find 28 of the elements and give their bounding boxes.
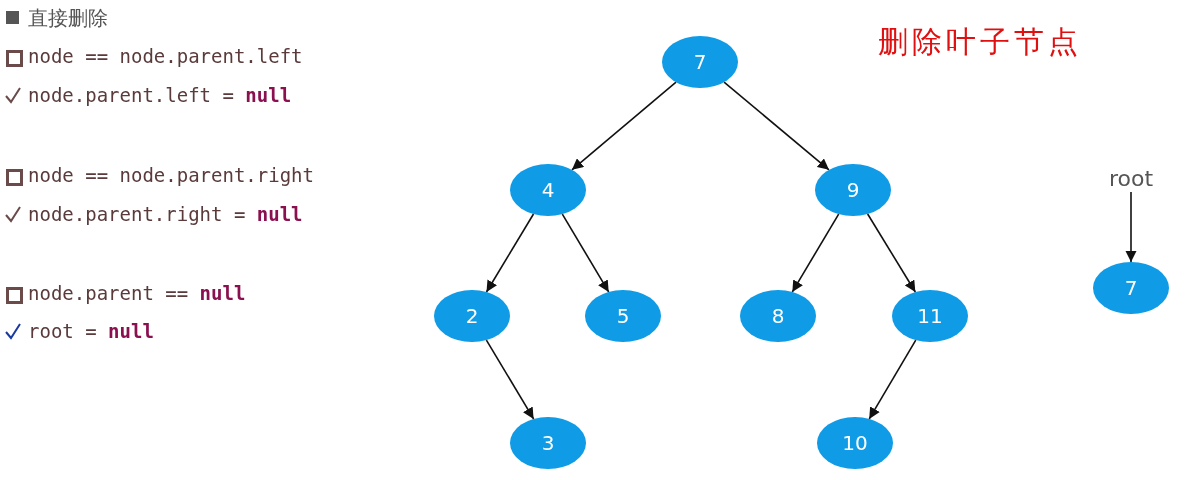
code-line: node.parent == null <box>28 282 246 304</box>
arrow <box>561 213 610 293</box>
arrow <box>485 213 535 293</box>
arrow <box>791 213 840 293</box>
tree-node: 8 <box>740 290 816 342</box>
tree-node: 3 <box>510 417 586 469</box>
arrow <box>485 339 535 420</box>
code-line: node.parent.left = null <box>28 84 292 106</box>
arrow <box>571 81 677 171</box>
tree-node: 5 <box>585 290 661 342</box>
arrow <box>723 81 830 171</box>
code-line: node.parent.right = null <box>28 203 303 225</box>
code-line: node == node.parent.right <box>28 164 314 186</box>
tree-node: 2 <box>434 290 510 342</box>
code-line: root = null <box>28 320 154 342</box>
title: 删除叶子节点 <box>878 23 1082 61</box>
tree-node: 11 <box>892 290 968 342</box>
code-line: node == node.parent.left <box>28 45 303 67</box>
tree-node: 7 <box>662 36 738 88</box>
heading: 直接删除 <box>28 5 108 32</box>
tree-node: 7 <box>1093 262 1169 314</box>
tree-node: 9 <box>815 164 891 216</box>
arrow <box>866 213 917 293</box>
tree-node: 10 <box>817 417 893 469</box>
pointer-label: root <box>1101 164 1161 192</box>
arrow <box>868 339 917 420</box>
tree-node: 4 <box>510 164 586 216</box>
arrow <box>1125 191 1137 263</box>
